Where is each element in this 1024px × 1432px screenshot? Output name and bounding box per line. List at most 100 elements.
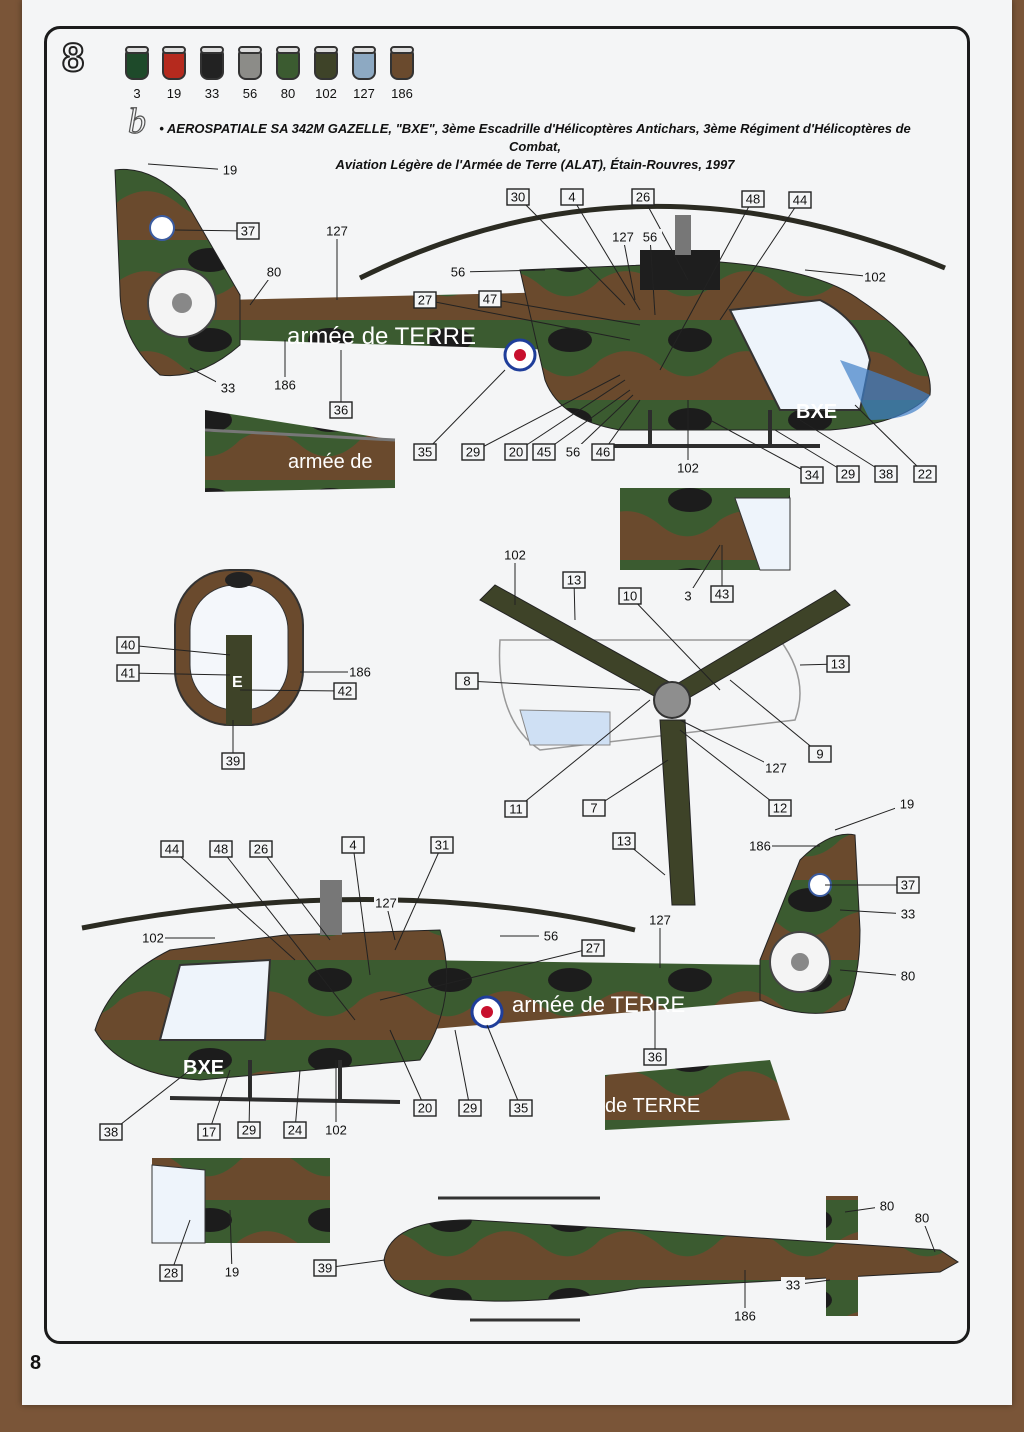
callout-label: 34: [805, 468, 819, 483]
callout-box: [913, 465, 937, 483]
callout-label: 13: [831, 657, 845, 672]
leader-line: [424, 369, 506, 453]
leader-line: [147, 163, 231, 171]
callout-box: [836, 465, 860, 483]
callout-box: [560, 188, 584, 206]
callout-label: 27: [586, 941, 600, 956]
code-left: BXE: [183, 1057, 224, 1079]
callout-box: [874, 465, 898, 483]
callout-label: 13: [567, 573, 581, 588]
callout-bg: [273, 377, 297, 393]
callout-box: [826, 655, 850, 673]
leader-line: [352, 844, 371, 976]
paint-number: 186: [391, 86, 413, 101]
callout-label: 11: [509, 802, 523, 817]
leader-line: [622, 236, 636, 301]
callout-box: [800, 466, 824, 484]
callout-label: 19: [900, 797, 914, 812]
callout-bg: [781, 1277, 805, 1293]
leader-line: [642, 196, 689, 281]
paint-pot-186: [390, 46, 414, 80]
leader-line: [127, 672, 231, 676]
callout-bg: [220, 1264, 244, 1280]
callout-label: 20: [509, 445, 523, 460]
callout-box: [237, 1121, 261, 1139]
leader-line: [774, 429, 849, 475]
callout-label: 102: [677, 461, 699, 476]
leader-line: [679, 719, 777, 769]
callout-box: [581, 939, 605, 957]
leader-line: [379, 947, 594, 1001]
callout-bg: [446, 264, 470, 280]
callout-label: 102: [325, 1123, 347, 1138]
paint-pot-56: [238, 46, 262, 80]
callout-label: 31: [435, 838, 449, 853]
callout-label: 35: [514, 1101, 528, 1116]
callout-label: 35: [418, 445, 432, 460]
leader-line: [127, 644, 231, 656]
callout-box: [209, 840, 233, 858]
callout-label: 186: [749, 839, 771, 854]
callout-label: 33: [786, 1278, 800, 1293]
callout-label: 29: [242, 1123, 256, 1138]
callout-label: 33: [901, 907, 915, 922]
callout-bg: [324, 1122, 348, 1138]
callout-label: 80: [915, 1211, 929, 1226]
leader-line: [220, 848, 356, 1021]
callout-label: 20: [418, 1101, 432, 1116]
callout-label: 127: [375, 896, 397, 911]
cabin-front-frame: E: [174, 569, 304, 726]
leader-line: [486, 1024, 522, 1109]
callout-box: [413, 291, 437, 309]
callout-box: [808, 745, 832, 763]
callout-box: [582, 799, 606, 817]
leader-line: [489, 298, 641, 326]
callout-label: 127: [326, 224, 348, 239]
callout-label: 7: [590, 801, 597, 816]
step-frame: [44, 26, 970, 1344]
callout-bg: [218, 162, 242, 178]
callout-box: [643, 1048, 667, 1066]
callout-bg: [648, 912, 672, 928]
callout-bg: [141, 930, 165, 946]
leader-line: [515, 699, 651, 810]
callout-label: 56: [566, 445, 580, 460]
callout-box: [329, 401, 353, 419]
callout-label: 48: [746, 192, 760, 207]
callout-label: 46: [596, 445, 610, 460]
callout-label: 39: [226, 754, 240, 769]
callout-label: 186: [734, 1309, 756, 1324]
fuselage-text-left: armée de TERRE: [512, 992, 685, 1017]
side-view-right: armée de TERRE BXE: [114, 168, 946, 448]
callout-label: 37: [901, 878, 915, 893]
callout-box: [504, 800, 528, 818]
callout-box: [197, 1123, 221, 1141]
callout-bg: [561, 444, 585, 460]
callout-box: [99, 1123, 123, 1141]
callout-label: 38: [879, 467, 893, 482]
scheme-title: • AEROSPATIALE SA 342M GAZELLE, "BXE", 3…: [150, 120, 920, 174]
callout-bg: [539, 928, 563, 944]
tail-detail-top: armée de: [204, 410, 396, 492]
callout-label: 26: [254, 842, 268, 857]
paint-number: 127: [353, 86, 375, 101]
scheme-title-line1: • AEROSPATIALE SA 342M GAZELLE, "BXE", 3…: [159, 121, 911, 154]
callout-label: 56: [643, 230, 657, 245]
callout-label: 102: [504, 548, 526, 563]
callout-label: 127: [649, 913, 671, 928]
callout-box: [283, 1121, 307, 1139]
callout-label: 186: [349, 665, 371, 680]
callout-label: 12: [773, 801, 787, 816]
leader-line: [729, 679, 821, 755]
leader-line: [110, 1069, 191, 1133]
callout-label: 80: [267, 265, 281, 280]
callout-bg: [764, 760, 788, 776]
callout-box: [430, 836, 454, 854]
callout-box: [768, 799, 792, 817]
callout-bg: [896, 968, 920, 984]
tail-detail-bottom: de TERRE: [605, 1060, 790, 1130]
callout-box: [591, 443, 615, 461]
callout-label: 30: [511, 190, 525, 205]
callout-label: 3: [684, 589, 691, 604]
callout-box: [116, 664, 140, 682]
